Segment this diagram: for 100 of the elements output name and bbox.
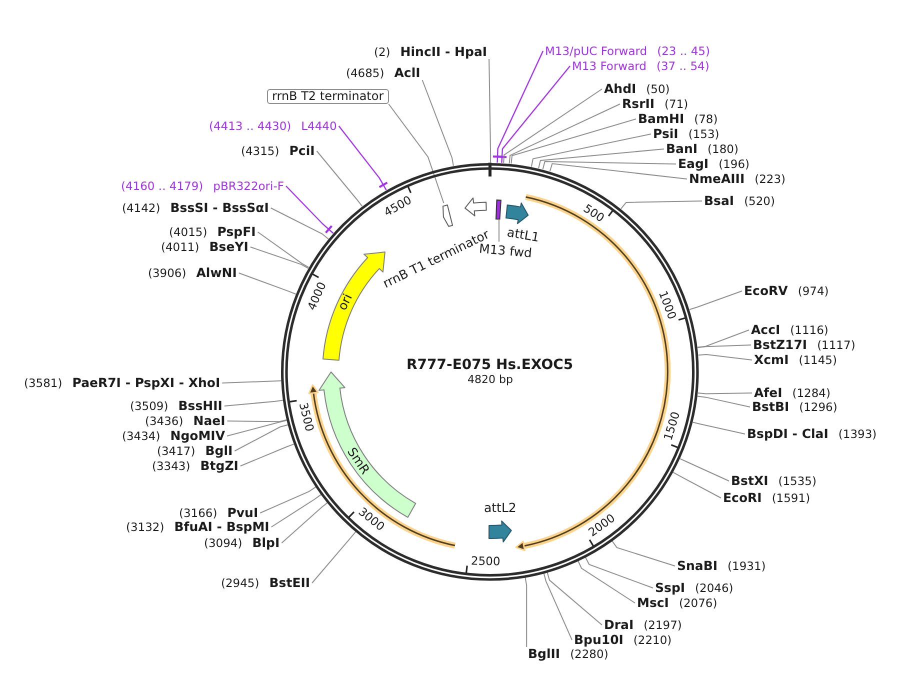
enzyme-name: NmeAIII: [689, 172, 745, 186]
site-position: (3906): [148, 266, 186, 280]
site-position: (78): [694, 112, 718, 126]
site-position: (3343): [152, 459, 190, 473]
primer-name: pBR322ori-F: [213, 179, 284, 193]
site-position: (1284): [792, 386, 830, 400]
leader-line: [679, 458, 730, 482]
enzyme-name: BamHI: [638, 112, 684, 126]
leader-line: [503, 88, 602, 164]
leader-line: [488, 58, 492, 163]
leader-line: [698, 354, 752, 360]
leader-line: [257, 232, 310, 268]
site-position: (1296): [799, 400, 838, 414]
site-position: (2): [374, 45, 390, 59]
site-position: (1393): [838, 427, 877, 441]
enzyme-name: BsaI: [704, 194, 734, 208]
primer-name: L4440: [301, 119, 337, 133]
site-position: (4315): [241, 144, 280, 158]
enzyme-name: BstEII: [269, 576, 310, 590]
enzyme-name: PsiI: [653, 127, 678, 141]
site-position: (50): [646, 82, 670, 96]
site-position: (4011): [161, 240, 200, 254]
site-position: (520): [744, 194, 775, 208]
leader-line: [689, 290, 742, 310]
enzyme-name: BtgZI: [200, 459, 238, 473]
enzyme-name: PspFI: [217, 225, 256, 239]
site-position: (4685): [346, 66, 384, 80]
site-position: (2280): [570, 647, 608, 661]
site-position: (2945): [221, 576, 260, 590]
leader-line: [697, 330, 750, 348]
leader-line: [260, 486, 316, 514]
enzyme-name: EagI: [678, 157, 709, 171]
enzyme-name: BstXI: [731, 474, 768, 488]
leader-line: [250, 246, 309, 269]
tick-label: 1000: [656, 289, 678, 321]
site-position: (180): [708, 142, 738, 156]
leader-line: [286, 186, 334, 234]
feature-label: ori: [335, 292, 355, 312]
primer-range: (4160 .. 4179): [121, 179, 204, 193]
leader-line: [226, 419, 288, 422]
feature-callout: rrnB T2 terminator: [267, 89, 389, 104]
leader-line: [316, 150, 363, 207]
site-position: (3509): [130, 399, 168, 413]
leader-line: [240, 444, 294, 466]
site-position: (3581): [24, 376, 62, 390]
enzyme-name: NaeI: [193, 414, 226, 428]
enzyme-name: XcmI: [754, 353, 789, 367]
enzyme-name: BlpI: [252, 536, 280, 550]
site-position: (2046): [695, 581, 734, 595]
leader-line: [422, 80, 454, 166]
enzyme-name: BssHII: [178, 399, 222, 413]
enzyme-name: HincII - HpaI: [400, 45, 488, 59]
tick-label: 500: [581, 202, 606, 224]
enzyme-name: PaeR7I - PspXI - XhoI: [72, 376, 220, 390]
site-position: (1145): [798, 353, 837, 367]
leader-line: [524, 577, 528, 648]
site-position: (974): [798, 284, 829, 298]
site-position: (1117): [817, 338, 856, 352]
site-position: (4015): [169, 225, 208, 239]
leader-line: [492, 50, 544, 163]
leader-line: [538, 148, 664, 169]
leader-line: [226, 420, 288, 436]
enzyme-name: EcoRV: [744, 284, 788, 298]
enzyme-name: AlwNI: [196, 266, 237, 280]
leader-line: [672, 472, 722, 498]
site-position: (3417): [157, 444, 196, 458]
site-position: (223): [754, 172, 786, 186]
leader-line: [543, 572, 572, 640]
primer-name: M13 Forward: [572, 59, 646, 73]
leader-line: [238, 272, 296, 295]
site-position: (3434): [122, 429, 160, 443]
enzyme-name: BssSI - BssSαI: [170, 201, 269, 215]
enzyme-name: BseYI: [209, 240, 248, 254]
site-position: (1116): [790, 323, 828, 337]
enzyme-name: DraI: [604, 618, 634, 632]
plasmid-name: R777-E075 Hs.EXOC5: [406, 358, 574, 372]
enzyme-name: RsrII: [622, 97, 655, 111]
tick-label: 4500: [382, 194, 414, 218]
feature-label: attL2: [484, 501, 516, 515]
feature-label: attL1: [506, 225, 540, 245]
leader-line: [270, 208, 329, 240]
enzyme-name: BfuAI - BspMI: [174, 520, 270, 534]
site-position: (2197): [644, 618, 682, 632]
leader-line: [692, 422, 746, 434]
site-position: (3132): [126, 520, 164, 534]
leader-line: [508, 104, 620, 164]
enzyme-name: AclI: [394, 66, 420, 80]
site-position: (153): [688, 127, 720, 141]
site-position: (1931): [728, 559, 766, 573]
leader-line: [612, 540, 676, 566]
enzyme-name: PciI: [289, 144, 315, 158]
tick-label: 2500: [470, 554, 500, 568]
leader-line: [585, 556, 654, 588]
enzyme-name: EcoRI: [723, 491, 762, 505]
leader-line: [234, 424, 288, 452]
leader-line: [388, 104, 444, 204]
leader-line: [578, 560, 636, 604]
site-position: (3436): [145, 414, 184, 428]
enzyme-name: BanI: [666, 142, 698, 156]
site-position: (3094): [204, 536, 242, 550]
